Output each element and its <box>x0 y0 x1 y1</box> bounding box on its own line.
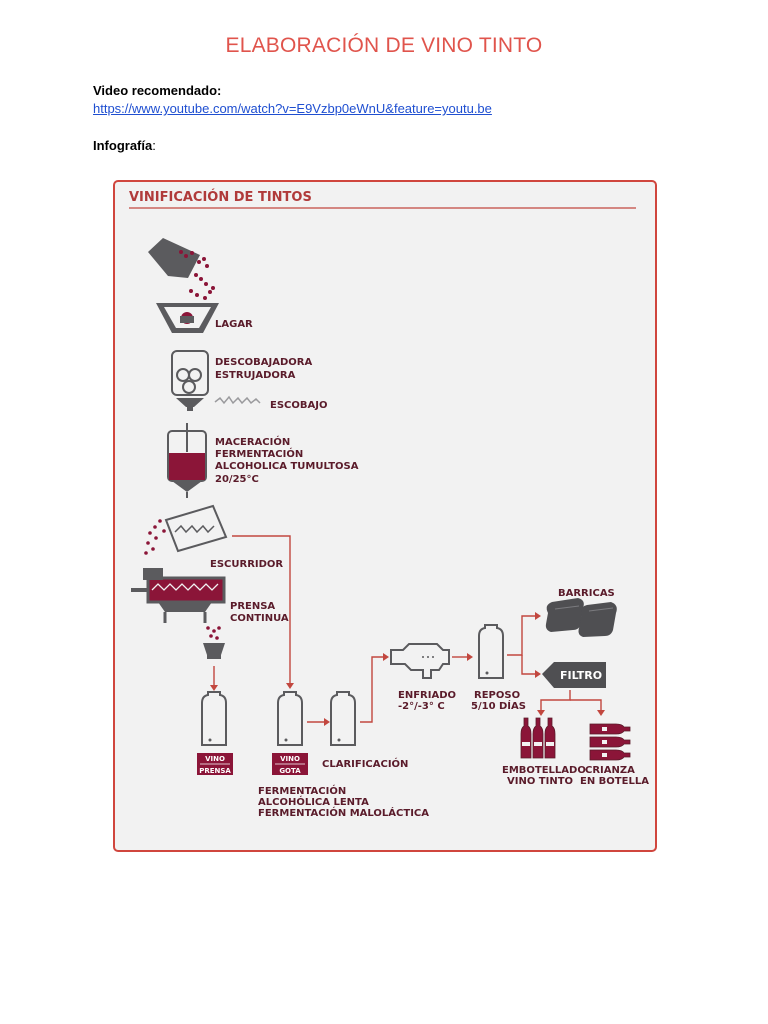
descobajadora-label-1: DESCOBAJADORA <box>215 357 312 368</box>
vino-prensa-2: PRENSA <box>199 767 231 775</box>
filter-icon <box>542 662 606 688</box>
fermentacion-label-3: FERMENTACIÓN MALOLÁCTICA <box>258 806 429 819</box>
grape-hopper-icon <box>148 238 215 300</box>
escobajo-label: ESCOBAJO <box>270 400 327 411</box>
lagar-icon <box>156 303 219 333</box>
lagar-label: LAGAR <box>215 319 253 330</box>
escurridor-label: ESCURRIDOR <box>210 559 283 570</box>
maceration-tank-icon <box>167 423 207 498</box>
vino-gota-2: GOTA <box>279 767 301 775</box>
enfriado-label-2: -2°/-3° C <box>398 701 445 712</box>
infografia-text: Infografía <box>93 138 153 153</box>
enfriado-label-1: ENFRIADO <box>398 690 456 701</box>
reposo-label-2: 5/10 DÍAS <box>471 699 526 712</box>
infographic-frame <box>113 180 657 852</box>
maceracion-label-4: 20/25°C <box>215 474 259 485</box>
tank-vino-prensa-icon <box>201 691 227 746</box>
reposo-label-1: REPOSO <box>474 690 520 701</box>
prensa-label-1: PRENSA <box>230 601 275 612</box>
vino-gota-1: VINO <box>280 755 300 763</box>
embotellado-label-2: VINO TINTO <box>507 776 573 787</box>
infografia-label: Infografía: <box>93 138 156 153</box>
tank-clarificacion-icon <box>330 691 356 746</box>
press-icon <box>131 568 226 623</box>
fermentacion-label-1: FERMENTACIÓN <box>258 784 346 797</box>
vino-prensa-1: VINO <box>205 755 225 763</box>
page-title: ELABORACIÓN DE VINO TINTO <box>225 34 543 57</box>
lying-bottles-icon <box>589 723 631 761</box>
prensa-label-2: CONTINUA <box>230 613 289 624</box>
escurridor-icon <box>144 504 228 555</box>
tank-reposo-icon <box>478 624 504 679</box>
tank-vino-gota-icon <box>277 691 303 746</box>
barricas-label: BARRICAS <box>558 588 615 599</box>
video-label: Video recomendado: <box>93 83 222 98</box>
maceracion-label-3: ALCOHOLICA TUMULTOSA <box>215 461 359 472</box>
filtro-label: FILTRO <box>560 669 602 682</box>
barrel-icon <box>545 598 617 637</box>
video-link[interactable]: https://www.youtube.com/watch?v=E9Vzbp0e… <box>93 101 492 116</box>
descobajadora-label-2: ESTRUJADORA <box>215 370 296 381</box>
cooler-icon <box>390 643 450 679</box>
fermentacion-label-2: ALCOHÓLICA LENTA <box>258 795 369 808</box>
maceracion-label-2: FERMENTACIÓN <box>215 447 303 460</box>
descobajadora-icon <box>171 350 261 411</box>
clarificacion-label: CLARIFICACIÓN <box>322 757 408 770</box>
crianza-label-2: EN BOTELLA <box>580 776 649 787</box>
embotellado-label-1: EMBOTELLADO <box>502 765 586 776</box>
infografia-colon: : <box>152 138 156 153</box>
infographic-heading: VINIFICACIÓN DE TINTOS <box>129 189 312 205</box>
maceracion-label-1: MACERACIÓN <box>215 435 290 448</box>
small-hopper-icon <box>203 626 225 659</box>
crianza-label-1: CRIANZA <box>585 765 635 776</box>
bottle-icon <box>520 717 556 759</box>
